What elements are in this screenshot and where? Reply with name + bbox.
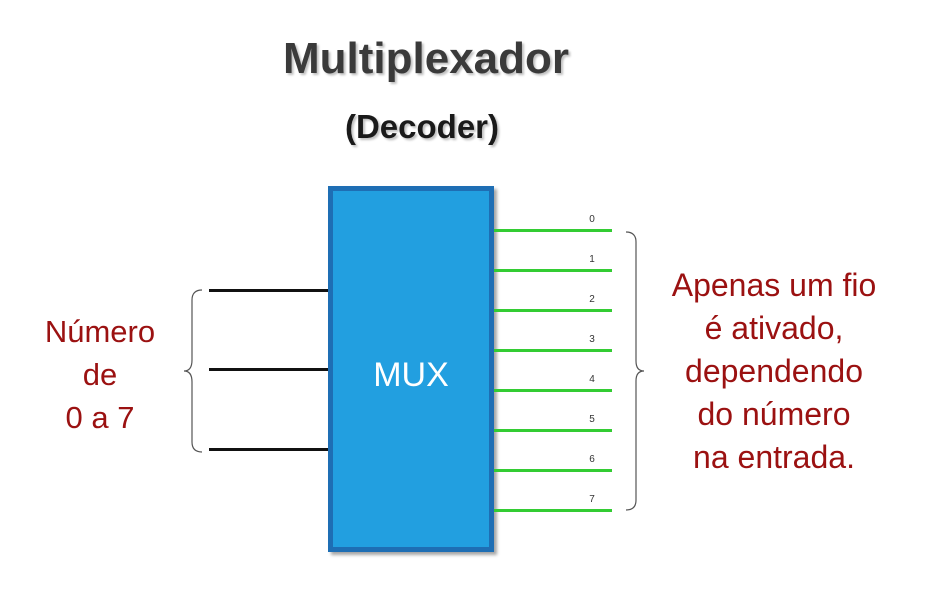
input-wire xyxy=(209,448,328,451)
output-wire-label: 6 xyxy=(589,454,595,465)
left-brace xyxy=(183,289,203,453)
right-brace xyxy=(625,231,645,511)
input-description-line: 0 a 7 xyxy=(65,400,135,435)
output-wire xyxy=(494,469,612,472)
output-wire xyxy=(494,509,612,512)
output-wire xyxy=(494,349,612,352)
input-wire xyxy=(209,368,328,371)
output-description: Apenas um fio é ativado, dependendo do n… xyxy=(648,264,900,479)
output-wire xyxy=(494,269,612,272)
output-wire-label: 7 xyxy=(589,494,595,505)
mux-block: MUX xyxy=(328,186,494,552)
output-wire-label: 1 xyxy=(589,254,595,265)
output-wire xyxy=(494,309,612,312)
mux-label: MUX xyxy=(373,356,449,394)
output-wire-label: 4 xyxy=(589,374,595,385)
output-wire xyxy=(494,389,612,392)
output-description-line: do número xyxy=(697,396,851,432)
output-wire-label: 5 xyxy=(589,414,595,425)
diagram-title: Multiplexador xyxy=(282,34,570,83)
output-wire xyxy=(494,429,612,432)
output-description-line: Apenas um fio xyxy=(671,267,877,303)
input-description-line: de xyxy=(82,357,118,392)
input-wire xyxy=(209,289,328,292)
output-wire xyxy=(494,229,612,232)
output-wire-label: 3 xyxy=(589,334,595,345)
output-description-line: dependendo xyxy=(685,353,863,389)
output-description-line: é ativado, xyxy=(704,310,844,346)
output-wire-label: 2 xyxy=(589,294,595,305)
input-description: Número de 0 a 7 xyxy=(20,310,180,439)
output-wire-label: 0 xyxy=(589,214,595,225)
output-description-line: na entrada. xyxy=(693,439,855,475)
diagram-subtitle: (Decoder) xyxy=(344,108,500,145)
input-description-line: Número xyxy=(44,314,156,349)
